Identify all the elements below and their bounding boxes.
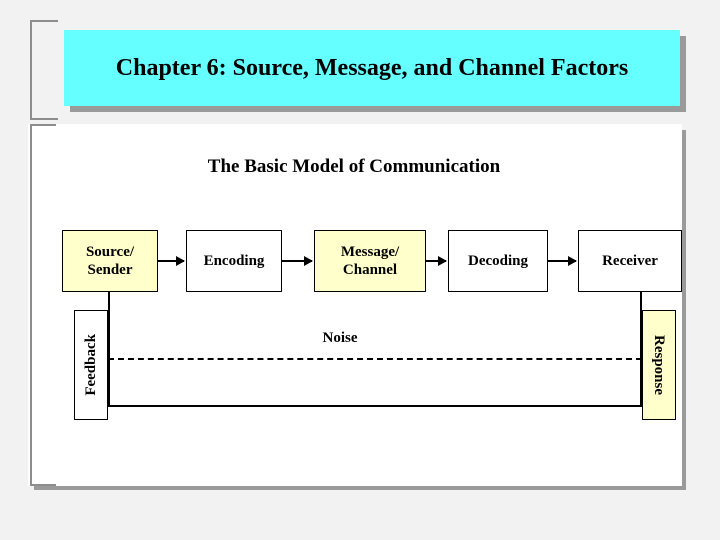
page-title: Chapter 6: Source, Message, and Channel … (115, 55, 629, 81)
arrow-decoding-to-receiver (548, 256, 577, 266)
noise-label: Noise (322, 330, 358, 346)
node-source-line1: Source/ (85, 244, 135, 260)
node-feedback-label: Feedback (83, 334, 99, 396)
feedback-loop-bottom-segment (108, 405, 642, 407)
node-decoding-label: Decoding (468, 253, 528, 269)
node-decoding: Decoding (448, 230, 548, 292)
body-box (28, 124, 682, 486)
node-response: Response (642, 310, 676, 420)
body-bracket-decoration (30, 124, 56, 486)
node-source-sender: Source/ Sender (62, 230, 158, 292)
node-message-line1: Message/ (340, 244, 400, 260)
noise-dashed-line (108, 358, 642, 360)
feedback-loop-left-segment (108, 292, 110, 407)
node-source-line2: Sender (87, 262, 133, 278)
arrow-source-to-encoding (158, 256, 185, 266)
title-bracket-decoration (30, 20, 58, 120)
node-response-label: Response (651, 334, 667, 395)
node-receiver-label: Receiver (602, 253, 658, 269)
node-feedback: Feedback (74, 310, 108, 420)
node-receiver: Receiver (578, 230, 682, 292)
node-encoding: Encoding (186, 230, 282, 292)
subtitle: The Basic Model of Communication (207, 156, 501, 177)
feedback-loop-right-segment (640, 292, 642, 407)
arrow-message-to-decoding (426, 256, 447, 266)
node-message-channel: Message/ Channel (314, 230, 426, 292)
title-box: Chapter 6: Source, Message, and Channel … (64, 30, 680, 106)
node-message-line2: Channel (342, 262, 398, 278)
arrow-encoding-to-message (282, 256, 313, 266)
node-encoding-label: Encoding (203, 253, 265, 269)
